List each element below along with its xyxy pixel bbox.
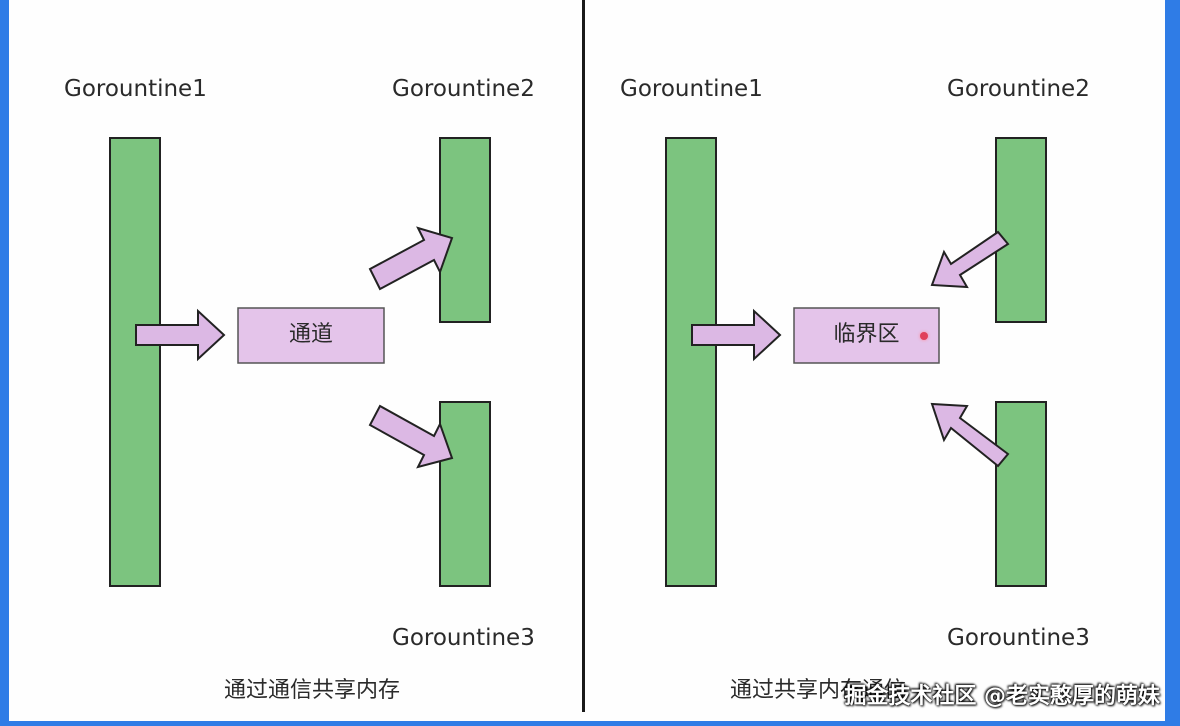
panel-divider	[582, 0, 585, 712]
goroutine2-bar-left	[439, 137, 491, 323]
goroutine3-bar-right	[995, 401, 1047, 587]
goroutine1-label-right: Gorountine1	[620, 76, 763, 102]
goroutine1-bar-left	[109, 137, 161, 587]
arrow-g1-to-channel	[135, 308, 226, 362]
channel-box-label: 通道	[288, 322, 333, 347]
critical-section-box-label: 临界区	[833, 322, 900, 347]
window-border-left	[0, 0, 9, 726]
arrow-channel-to-g2	[368, 226, 454, 291]
channel-box	[237, 307, 385, 364]
window-border-right	[1165, 0, 1180, 726]
critical-section-box	[793, 307, 940, 364]
left-caption: 通过通信共享内存	[224, 678, 401, 703]
goroutine2-label-right: Gorountine2	[947, 76, 1090, 102]
goroutine1-bar-right	[665, 137, 717, 587]
right-caption: 通过共享内存通信	[730, 678, 907, 703]
pointer-dot	[920, 332, 928, 340]
goroutine3-label-right: Gorountine3	[947, 625, 1090, 651]
goroutine1-label-left: Gorountine1	[64, 76, 207, 102]
arrow-g1-to-critical	[691, 308, 782, 362]
goroutine2-bar-right	[995, 137, 1047, 323]
watermark: 掘金技术社区 @老实憨厚的萌妹	[844, 684, 1160, 709]
window-border-bottom	[0, 721, 1180, 726]
goroutine2-label-left: Gorountine2	[392, 76, 535, 102]
arrow-g3-to-critical	[930, 402, 1010, 468]
arrow-g2-to-critical	[930, 230, 1010, 289]
goroutine3-bar-left	[439, 401, 491, 587]
arrow-channel-to-g3	[368, 404, 454, 469]
goroutine3-label-left: Gorountine3	[392, 625, 535, 651]
